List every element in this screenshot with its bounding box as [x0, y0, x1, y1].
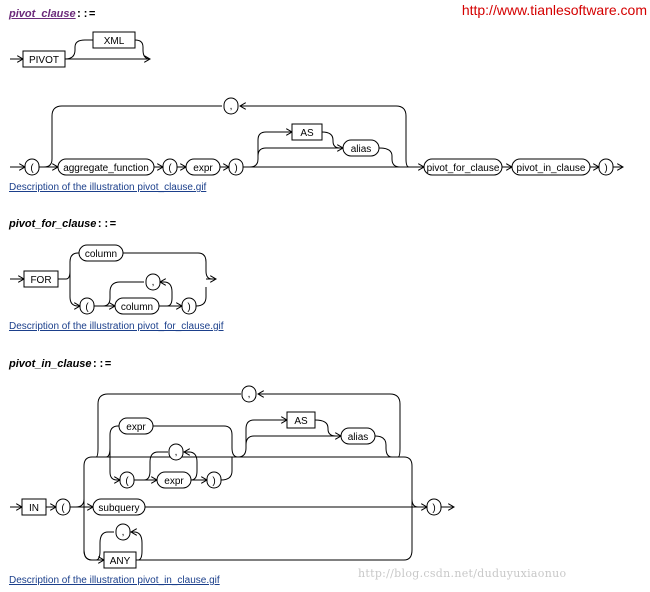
comma-5	[115, 523, 131, 541]
rparen-4-label: )	[432, 503, 435, 514]
comma-2	[145, 273, 161, 291]
heading-pivot-for-clause-name: pivot_for_clause	[9, 218, 97, 230]
site-url: http://www.tianlesoftware.com	[461, 2, 647, 18]
lparen-1-label: (	[30, 163, 34, 174]
diagram-pivot-in: IN ( subquery ) , expr ( ,	[10, 385, 454, 569]
as-keyword-1: AS	[300, 128, 314, 139]
desc-link-pivot-for-clause[interactable]: Description of the illustration pivot_fo…	[9, 321, 224, 332]
heading-pivot-for-clause: pivot_for_clause::=	[9, 218, 116, 231]
alias-1-label: alias	[351, 144, 372, 155]
watermark: http://blog.csdn.net/duduyuxiaonuo	[358, 567, 567, 580]
pivot-for-clause-ref: pivot_for_clause	[427, 163, 500, 174]
heading-pivot-clause: pivot_clause::=	[9, 8, 95, 21]
lparen-2-label: (	[168, 163, 172, 174]
comma-4-label: ,	[175, 447, 178, 458]
pivot-in-clause-ref: pivot_in_clause	[517, 163, 586, 174]
comma-1-label: ,	[230, 101, 233, 112]
pivot-keyword: PIVOT	[29, 55, 59, 66]
rparen-1-label: )	[234, 163, 237, 174]
comma-3	[241, 385, 257, 403]
heading-pivot-for-clause-op: ::=	[96, 219, 117, 231]
in-keyword: IN	[29, 503, 39, 514]
subquery: subquery	[98, 503, 139, 514]
comma-2-label: ,	[152, 277, 155, 288]
desc-link-pivot-clause[interactable]: Description of the illustration pivot_cl…	[9, 182, 207, 193]
as-keyword-2: AS	[294, 416, 308, 427]
any-keyword: ANY	[110, 556, 131, 567]
lparen-5-label: (	[125, 476, 129, 487]
lparen-4-label: (	[61, 503, 65, 514]
aggregate-function: aggregate_function	[63, 163, 149, 174]
heading-pivot-clause-name: pivot_clause	[9, 8, 76, 20]
heading-pivot-in-clause-name: pivot_in_clause	[9, 358, 92, 370]
any-keyword-box	[103, 551, 137, 569]
expr-2-label: expr	[126, 422, 146, 433]
heading-pivot-clause-op: ::=	[75, 9, 96, 21]
alias-2-label: alias	[348, 432, 369, 443]
diagram-pivot-header: PIVOT XML	[10, 31, 150, 68]
column-1-label: column	[85, 249, 117, 260]
rparen-3-label: )	[187, 302, 190, 313]
comma-1	[223, 97, 239, 115]
comma-3-label: ,	[248, 389, 251, 400]
column-2-label: column	[121, 302, 153, 313]
rparen-5-label: )	[212, 476, 215, 487]
diagram-pivot-body: ( , aggregate_function ( expr ) AS alias…	[10, 97, 623, 176]
heading-pivot-in-clause-op: ::=	[91, 359, 112, 371]
comma-4	[168, 443, 184, 461]
expr-1-label: expr	[193, 163, 213, 174]
expr-3-label: expr	[164, 476, 184, 487]
comma-5-label: ,	[122, 527, 125, 538]
xml-keyword: XML	[104, 36, 125, 47]
diagram-pivot-for: FOR column ( , column )	[10, 244, 216, 315]
rparen-2-label: )	[604, 163, 607, 174]
for-keyword: FOR	[30, 275, 51, 286]
lparen-3-label: (	[85, 302, 89, 313]
desc-link-pivot-in-clause[interactable]: Description of the illustration pivot_in…	[9, 575, 220, 586]
heading-pivot-in-clause: pivot_in_clause::=	[9, 358, 111, 371]
